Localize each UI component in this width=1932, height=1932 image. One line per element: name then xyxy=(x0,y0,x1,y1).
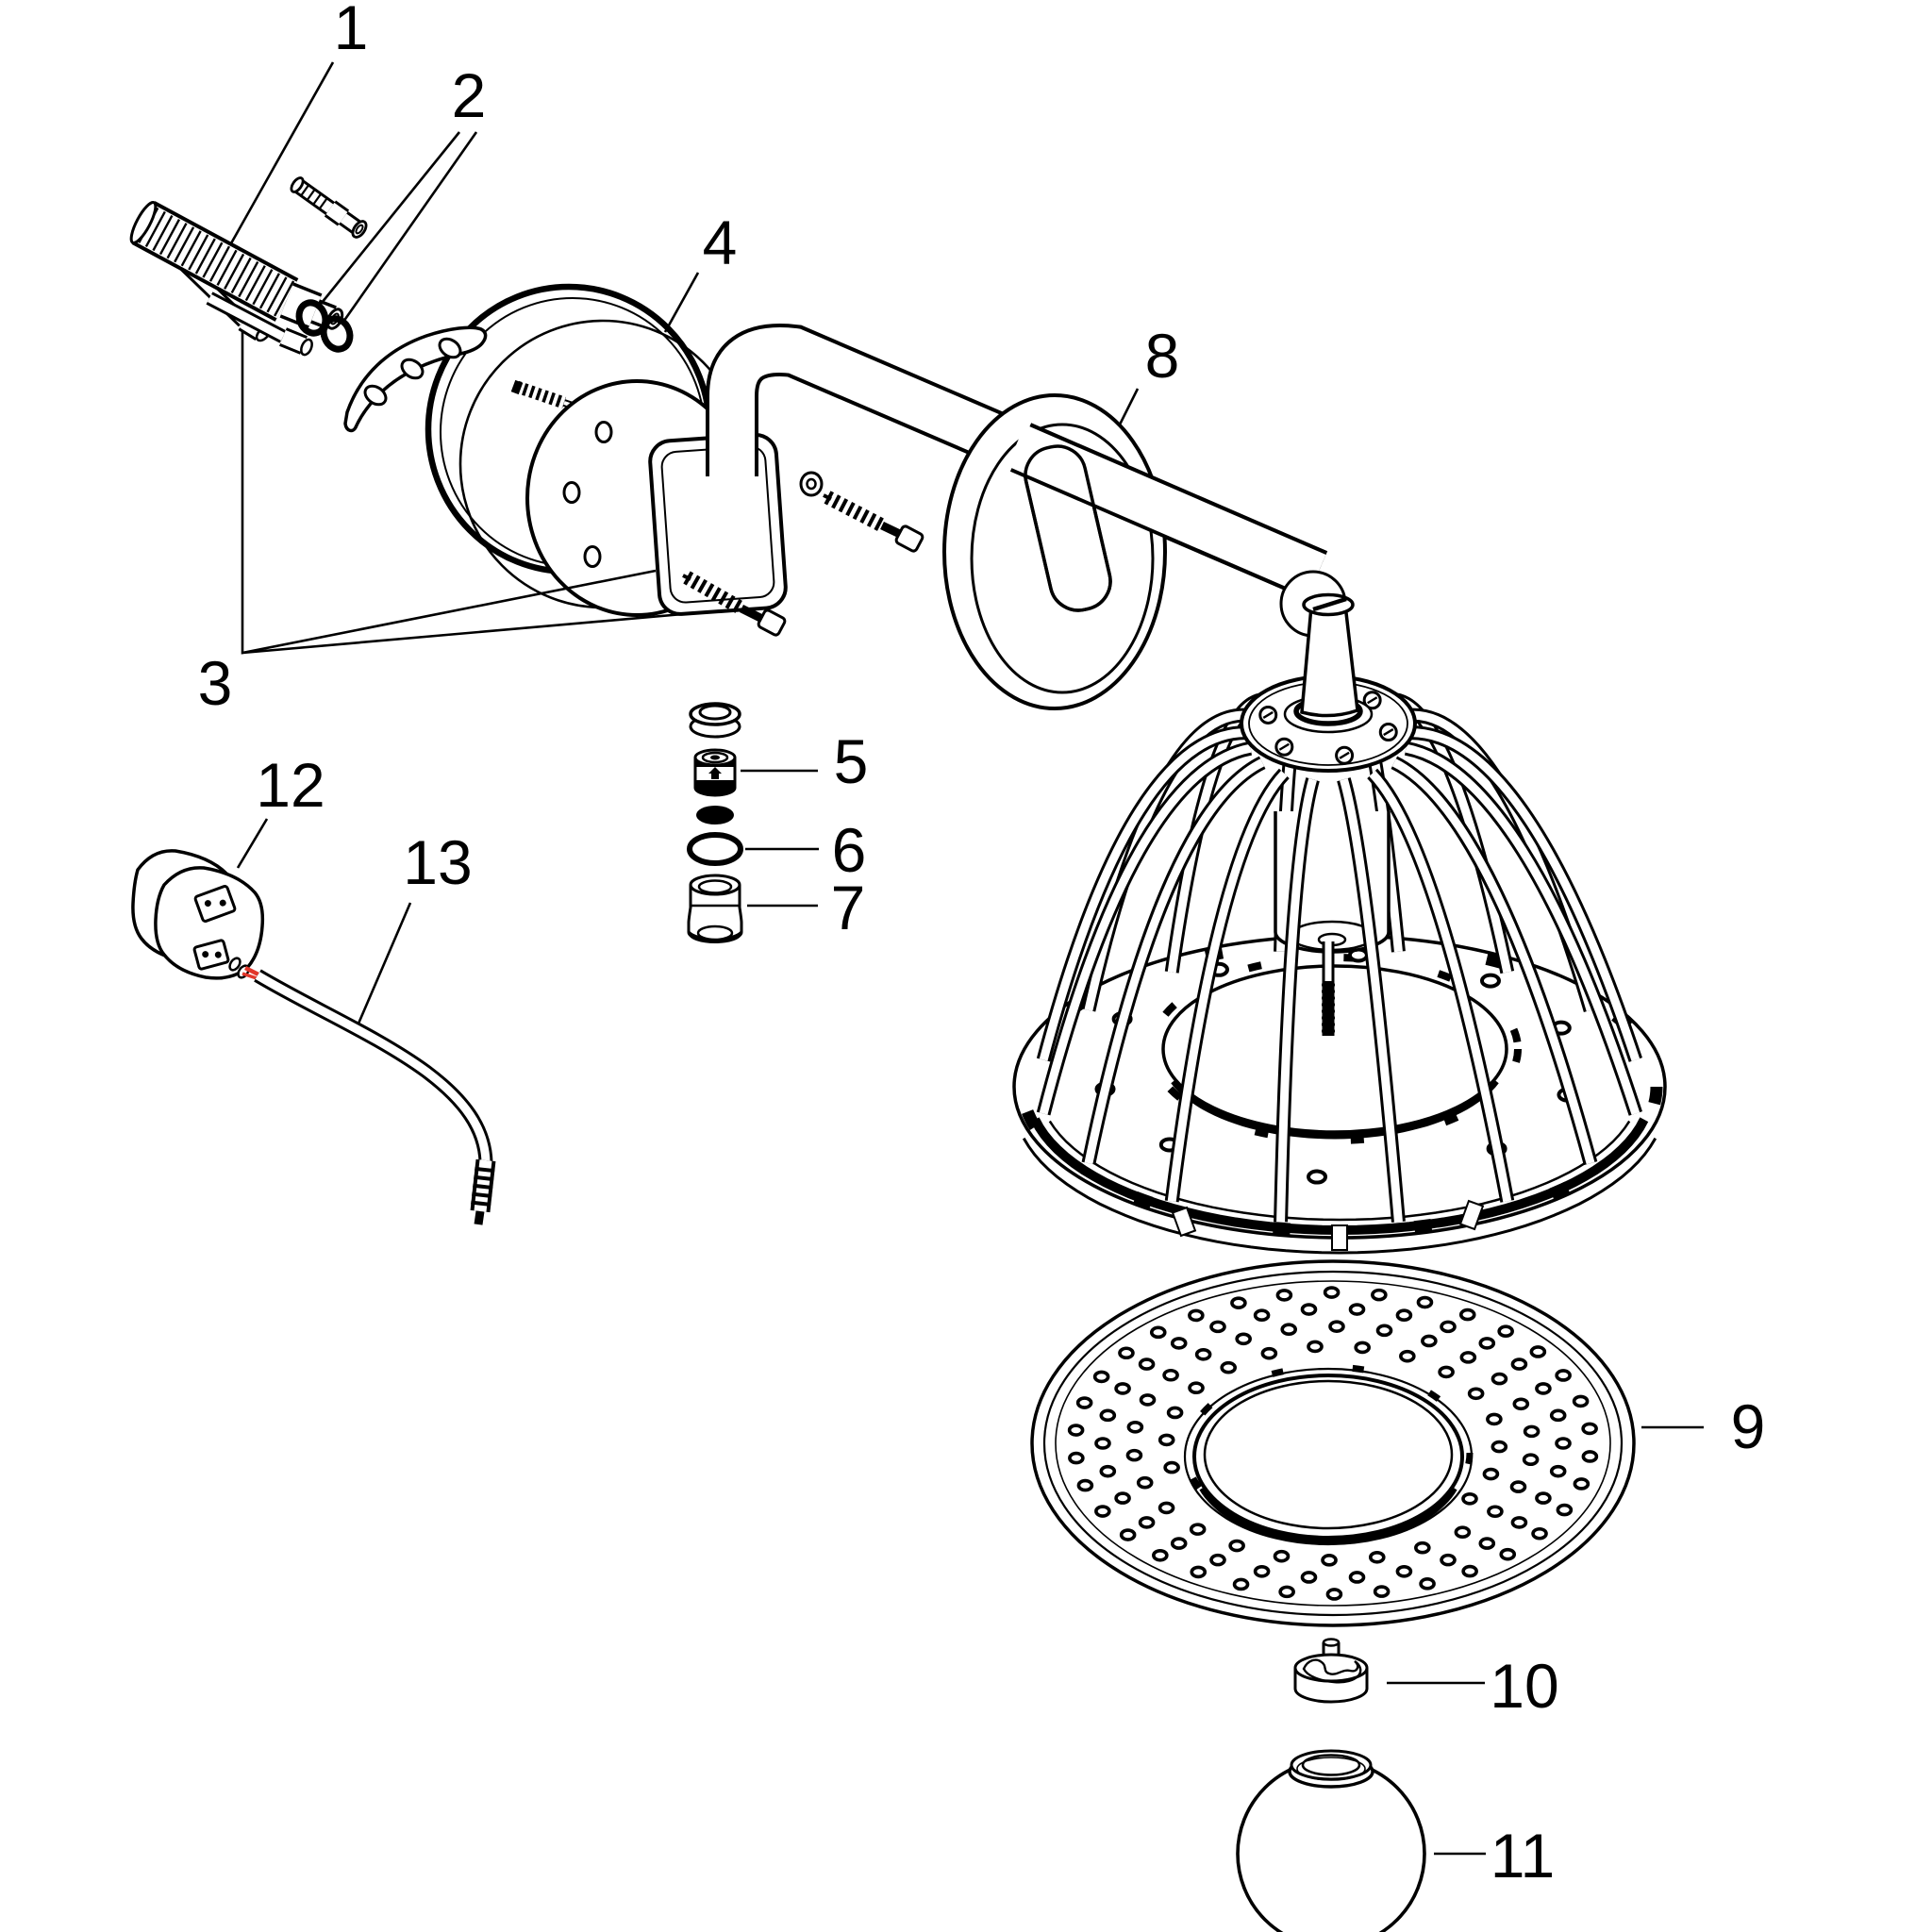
cage-tube xyxy=(1404,741,1642,1116)
lamp-cage-drawing xyxy=(1012,570,1667,1255)
part-label-9: 9 xyxy=(1731,1391,1766,1461)
part-label-10: 10 xyxy=(1490,1651,1558,1721)
shower-arm-drawing xyxy=(706,324,1328,600)
part-label-8: 8 xyxy=(1145,321,1180,391)
shower-arm-front-segment xyxy=(1007,423,1328,612)
cage-tube xyxy=(1337,777,1406,1223)
cage-rim-tabs xyxy=(1016,936,1663,1238)
red-wire xyxy=(243,965,260,977)
cage-tube xyxy=(1405,725,1642,1062)
connector-socket-upper xyxy=(193,885,237,923)
cage-tube xyxy=(1367,768,1515,1203)
part-13-cable-drawing xyxy=(228,957,496,1225)
part-3-screw-bottom-drawing xyxy=(682,571,787,637)
part-label-12: 12 xyxy=(256,750,325,820)
leader-line-8 xyxy=(1117,388,1140,427)
part-5-aerator xyxy=(693,748,737,797)
spray-disc-collar xyxy=(1183,1363,1474,1546)
cage-tube xyxy=(1274,777,1320,1223)
cage-floor-hole xyxy=(1148,954,1522,1144)
cage-tube xyxy=(1081,756,1266,1165)
part-3-screw-mid-drawing xyxy=(799,471,924,553)
part-label-5: 5 xyxy=(834,726,869,796)
part-2-orings-drawing xyxy=(295,299,354,353)
cage-stub-drawing xyxy=(1300,592,1359,718)
part-9-spray-disc-drawing xyxy=(1030,1259,1636,1627)
part-7-adapter xyxy=(687,874,743,943)
leader-line-13 xyxy=(357,902,412,1024)
part-label-3: 3 xyxy=(198,648,233,718)
filter-mesh xyxy=(696,806,734,824)
part-5-6-7-stack-drawing xyxy=(687,702,743,943)
leader-line-2 xyxy=(316,131,461,308)
part-label-4: 4 xyxy=(703,208,738,277)
part-label-6: 6 xyxy=(832,815,867,885)
leader-line-4 xyxy=(663,272,700,333)
part-label-13: 13 xyxy=(403,827,472,897)
pin-fitting-drawing xyxy=(290,176,368,239)
cage-tube xyxy=(1164,768,1290,1203)
part-label-1: 1 xyxy=(334,0,369,62)
leader-line-2-1 xyxy=(341,131,478,323)
wall-bracket-crescent-drawing xyxy=(343,325,488,433)
part-6-oring xyxy=(687,832,743,866)
part-10-holder-drawing xyxy=(1293,1638,1369,1704)
part-label-11: 11 xyxy=(1491,1821,1556,1890)
leader-line-3-1 xyxy=(242,609,716,655)
leader-line-12 xyxy=(236,818,269,869)
part-label-2: 2 xyxy=(452,60,487,130)
cage-tube xyxy=(1391,756,1598,1166)
cage-tubes-front xyxy=(1036,741,1642,1223)
red-wire-2 xyxy=(242,972,258,980)
spray-disc-nozzles xyxy=(1067,1286,1599,1601)
cage-tube xyxy=(1036,725,1252,1062)
part-11-globe-drawing xyxy=(1236,1749,1426,1932)
part-12-transformer-drawing xyxy=(131,849,265,980)
pin-ribs xyxy=(299,183,329,210)
connector-socket-lower xyxy=(192,939,230,971)
leader-line-1 xyxy=(229,61,335,244)
cage-tube xyxy=(1036,741,1253,1116)
part-label-7: 7 xyxy=(831,873,866,942)
